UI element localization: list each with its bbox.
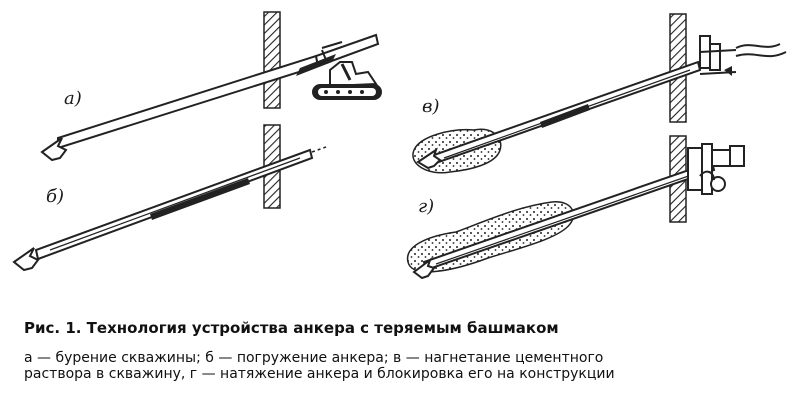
figure-caption-title: Рис. 1. Технология устройства анкера с т… bbox=[24, 319, 559, 337]
left-wall bbox=[263, 11, 281, 209]
label-g: г) bbox=[418, 196, 435, 217]
locking-device-icon bbox=[687, 143, 745, 195]
caption-line-1: а — бурение скважины; б — погружение анк… bbox=[24, 350, 604, 366]
panel-v-grout-injection bbox=[412, 35, 787, 174]
label-a: а) bbox=[64, 88, 82, 109]
drill-bit-arrow-icon bbox=[40, 137, 68, 162]
tension-arrow-icon bbox=[412, 257, 436, 280]
panel-b-anchor-insertion bbox=[12, 146, 327, 272]
drilling-machine-icon bbox=[312, 61, 382, 100]
right-wall bbox=[669, 13, 687, 223]
label-v: в) bbox=[422, 96, 440, 117]
figure-drawing bbox=[12, 11, 787, 280]
lost-shoe-arrow-icon bbox=[12, 247, 40, 272]
figure-caption-text: а — бурение скважины; б — погружение анк… bbox=[24, 350, 784, 382]
caption-line-2: раствора в скважину, г — натяжение анкер… bbox=[24, 366, 615, 382]
panel-g-tensioning bbox=[406, 143, 745, 280]
injection-head-icon bbox=[699, 35, 787, 76]
injection-arrow-icon bbox=[416, 147, 442, 170]
label-b: б) bbox=[46, 186, 65, 207]
panel-a-drilling bbox=[40, 33, 382, 162]
